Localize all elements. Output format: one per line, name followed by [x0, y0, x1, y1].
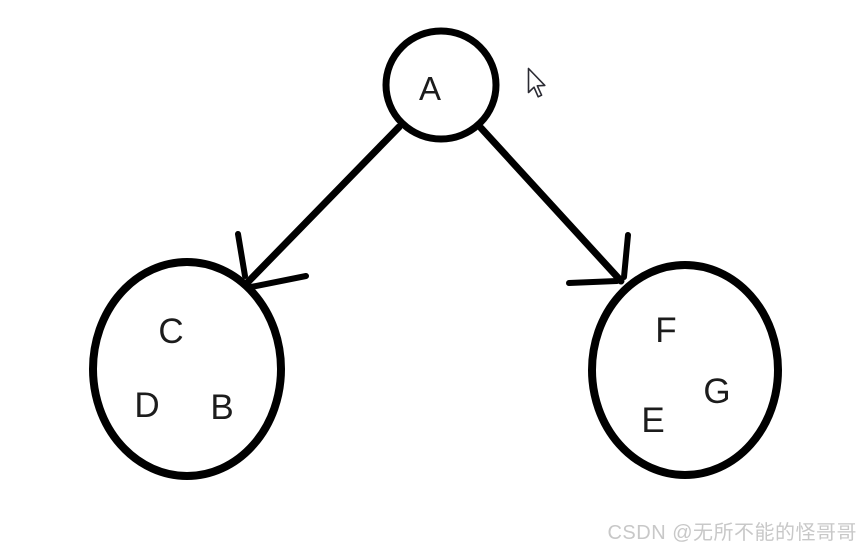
edge-left-arrowhead-barb-top: [235, 231, 248, 279]
edge-left-arrowhead-barb-right: [248, 273, 309, 290]
right-group-letter-g: G: [703, 372, 730, 411]
watermark: CSDN @无所不能的怪哥哥: [607, 522, 857, 544]
edge-right-line: [477, 124, 625, 285]
right-group-letter-f: F: [655, 311, 676, 350]
left-group-letter-c: C: [158, 312, 183, 351]
left-group-letter-b: B: [210, 388, 233, 427]
node-a-circle: [382, 27, 500, 143]
left-group-ellipse: [89, 258, 285, 480]
edge-right-arrowhead-barb-top: [621, 232, 631, 280]
right-group-ellipse: [588, 261, 782, 479]
edge-right-arrowhead-barb-left: [566, 278, 620, 286]
right-group-letter-e: E: [641, 401, 664, 440]
mouse-cursor-icon: [527, 67, 546, 98]
edge-left-line: [243, 123, 403, 287]
left-group-letter-d: D: [134, 386, 159, 425]
node-a-label: A: [419, 70, 441, 107]
